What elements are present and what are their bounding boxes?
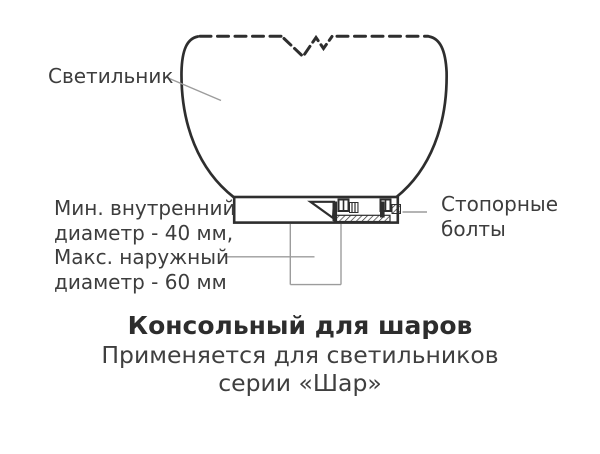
- globe-left-side: [180, 35, 235, 199]
- stop-bolts-label-line: болты: [441, 216, 506, 241]
- stop-bolt-right: [379, 198, 401, 218]
- diameter-note: Мин. внутренний диаметр - 40 мм, Макс. н…: [54, 196, 236, 294]
- break-zigzag: [282, 34, 334, 59]
- globe-right-side: [395, 35, 448, 199]
- caption-subtitle-line1: Применяется для светильников: [101, 341, 499, 369]
- fixture-label: Светильник: [48, 64, 174, 88]
- console-bottom-hatched: [333, 214, 391, 223]
- stop-bolt-left: [337, 198, 359, 213]
- console-left-wall: [332, 201, 338, 221]
- caption-subtitle-line2: серии «Шар»: [218, 369, 382, 397]
- diameter-note-line: диаметр - 60 мм: [54, 269, 227, 294]
- globe-outline: [180, 34, 448, 199]
- stop-bolts-label-line: Стопорные: [441, 192, 559, 216]
- fixture-leader-line: [166, 76, 222, 102]
- caption-title: Консольный для шаров: [127, 311, 473, 340]
- diameter-note-line: диаметр - 40 мм,: [54, 220, 234, 245]
- bracket-section: [232, 195, 401, 224]
- stop-bolts-label: Стопорные болты: [441, 192, 558, 241]
- diameter-note-line: Мин. внутренний: [54, 196, 236, 220]
- leader-lines: [166, 76, 427, 286]
- diameter-note-line: Макс. наружный: [54, 245, 230, 270]
